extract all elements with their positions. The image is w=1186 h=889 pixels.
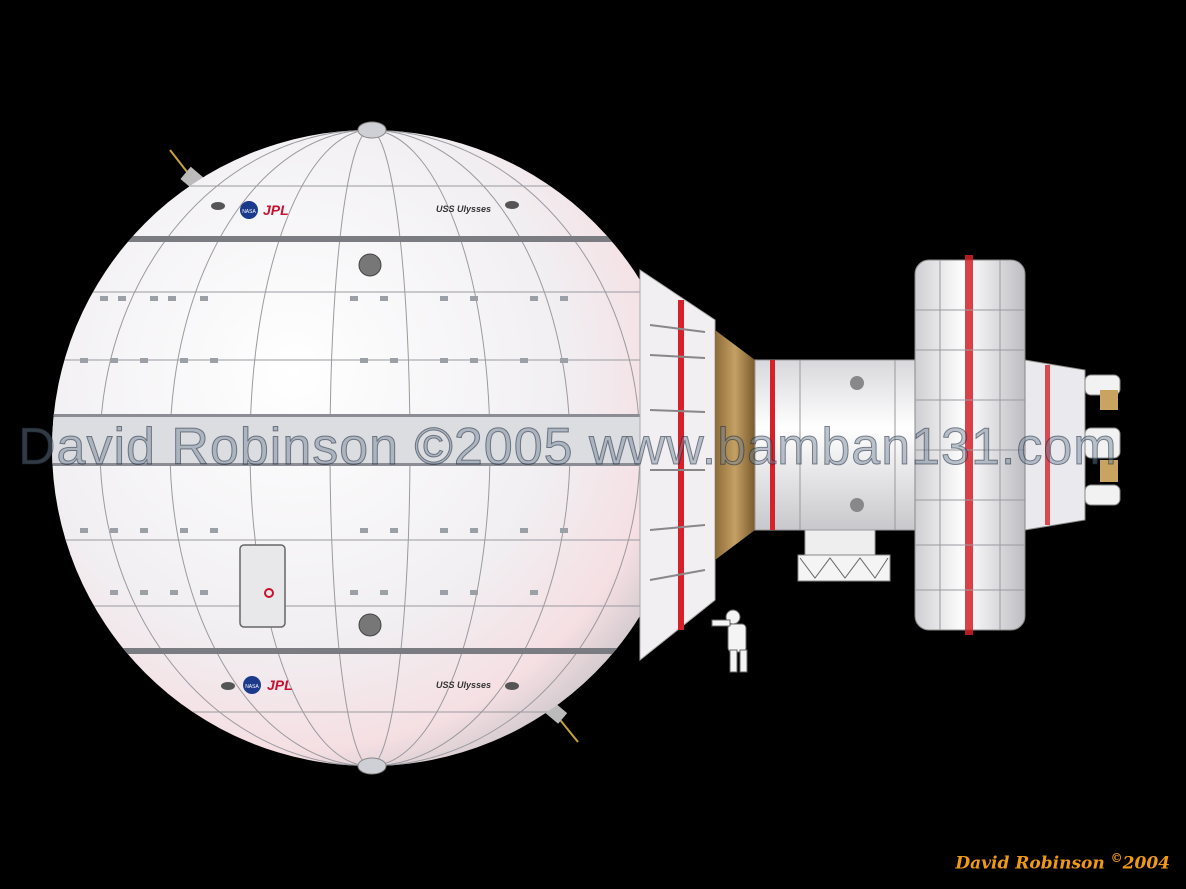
artist-signature: David Robinson ©2004	[955, 851, 1170, 875]
nasa-logo-bottom: NASA	[243, 676, 261, 694]
svg-text:NASA: NASA	[242, 209, 256, 215]
svg-text:NASA: NASA	[245, 684, 259, 690]
hull-name-top: USS Ulysses	[436, 204, 491, 214]
service-module	[754, 359, 916, 582]
jpl-logo-top: JPL	[263, 202, 289, 218]
engine-cluster	[1024, 359, 1121, 531]
signature-name: David Robinson	[955, 853, 1105, 874]
signature-year: 2004	[1122, 853, 1170, 874]
nasa-logo-top: NASA	[240, 201, 258, 219]
watermark-text: David Robinson ©2005 www.bamban131.com	[18, 418, 1118, 477]
signature-copyright: ©	[1110, 851, 1123, 865]
truss-section	[639, 269, 755, 662]
hull-name-bottom: USS Ulysses	[436, 680, 491, 690]
jpl-logo-bottom: JPL	[267, 677, 293, 693]
habitat-sphere	[52, 121, 688, 775]
astronaut-figure	[711, 609, 748, 673]
